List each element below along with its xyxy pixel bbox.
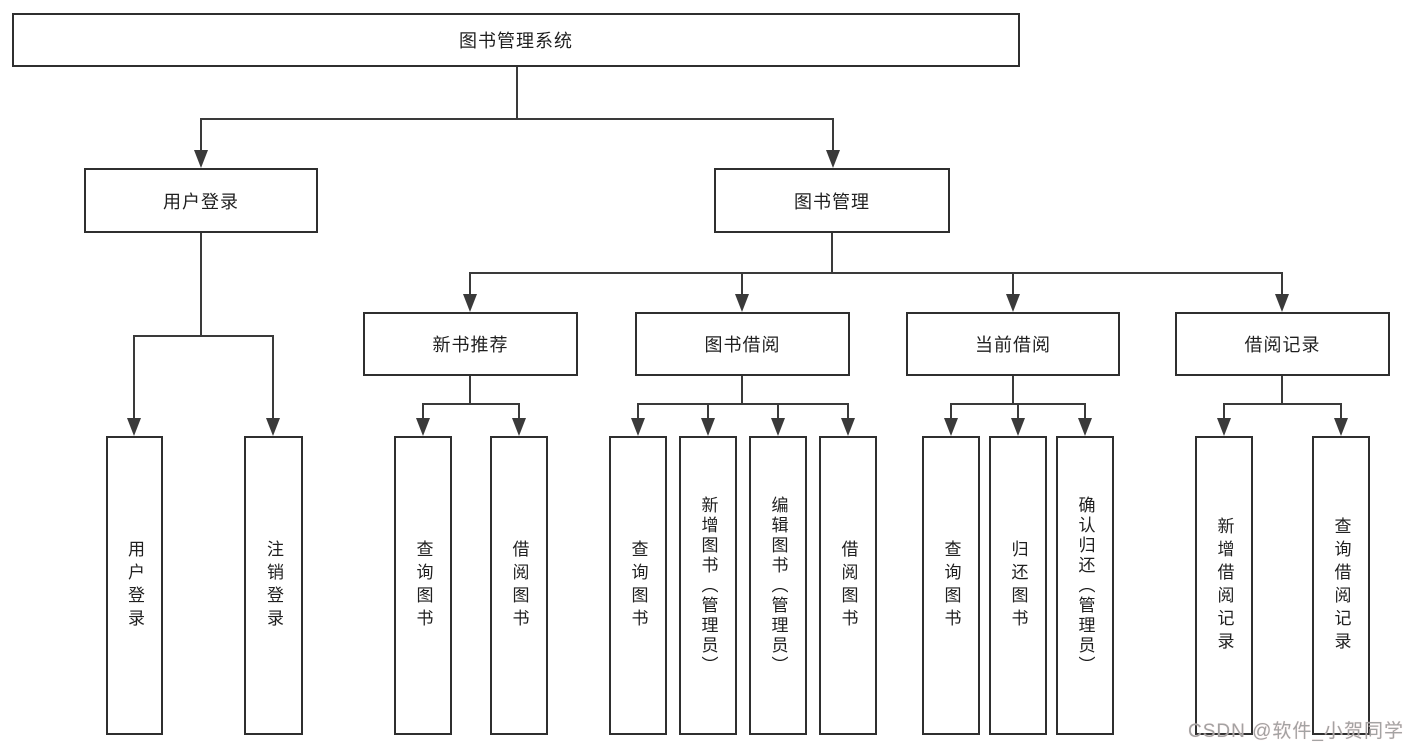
leaf-current-confirm-return-admin: 确认归还（管理员） bbox=[1056, 436, 1114, 735]
leaf-records-add-record: 新增借阅记录 bbox=[1195, 436, 1253, 735]
csdn-watermark: CSDN @软件_小贺同学 bbox=[1188, 721, 1404, 742]
leaf-borrow-edit-book-admin: 编辑图书（管理员） bbox=[749, 436, 807, 735]
leaf-records-query-record: 查询借阅记录 bbox=[1312, 436, 1370, 735]
leaf-borrow-add-book-admin: 新增图书（管理员） bbox=[679, 436, 737, 735]
leaf-recommend-borrow-book: 借阅图书 bbox=[490, 436, 548, 735]
leaf-recommend-query-book: 查询图书 bbox=[394, 436, 452, 735]
node-book-borrow: 图书借阅 bbox=[635, 312, 850, 376]
leaf-logout: 注销登录 bbox=[244, 436, 303, 735]
leaf-borrow-query-book: 查询图书 bbox=[609, 436, 667, 735]
node-current-borrow: 当前借阅 bbox=[906, 312, 1120, 376]
leaf-current-return-book: 归还图书 bbox=[989, 436, 1047, 735]
node-new-book-recommend: 新书推荐 bbox=[363, 312, 578, 376]
node-book-management: 图书管理 bbox=[714, 168, 950, 233]
leaf-borrow-borrow-book: 借阅图书 bbox=[819, 436, 877, 735]
node-borrow-records: 借阅记录 bbox=[1175, 312, 1390, 376]
leaf-current-query-book: 查询图书 bbox=[922, 436, 980, 735]
node-user-login: 用户登录 bbox=[84, 168, 318, 233]
leaf-user-login: 用户登录 bbox=[106, 436, 163, 735]
node-root-system: 图书管理系统 bbox=[12, 13, 1020, 67]
